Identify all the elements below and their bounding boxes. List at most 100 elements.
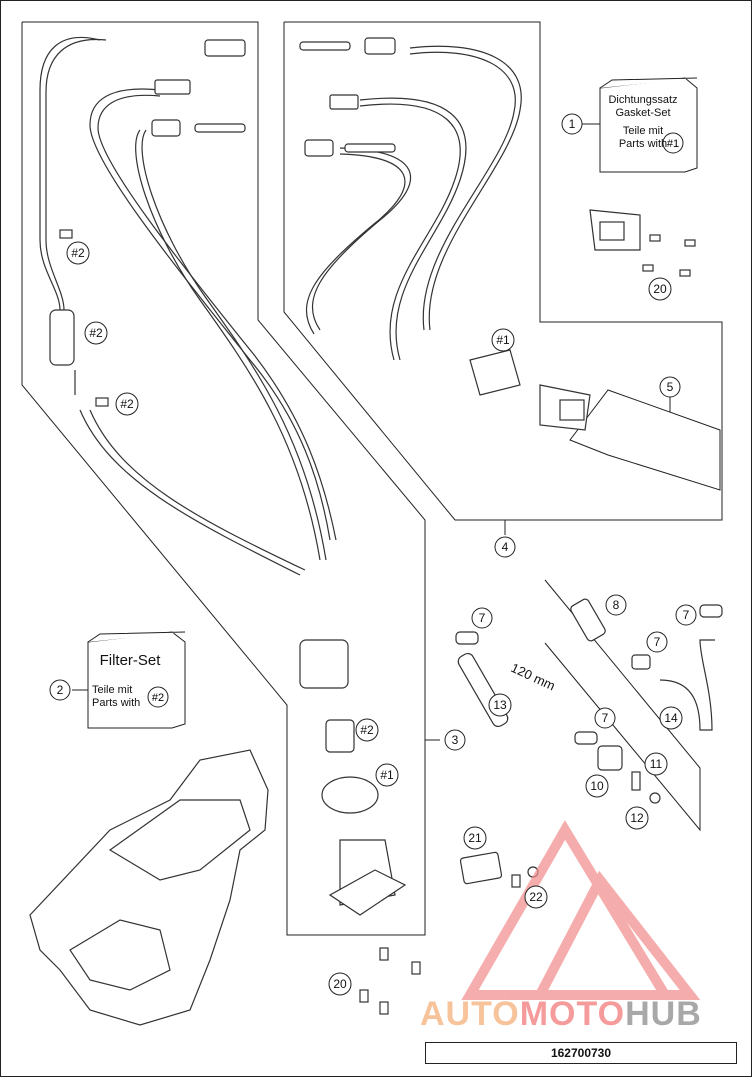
connector-b bbox=[151, 119, 181, 137]
callout-k2c: #2 bbox=[115, 392, 139, 416]
watermark-part-a: AUTO bbox=[420, 995, 520, 1033]
callout-circle bbox=[115, 392, 139, 416]
clamp-b bbox=[95, 397, 109, 407]
callout-circle bbox=[644, 752, 668, 776]
callout-c10: 10 bbox=[585, 774, 609, 798]
callout-circle bbox=[463, 826, 487, 850]
callout-label: 8 bbox=[613, 598, 620, 612]
callout-circle bbox=[675, 604, 697, 626]
callout-label: 7 bbox=[479, 611, 486, 625]
callout-label: 10 bbox=[590, 779, 604, 793]
callout-label: 21 bbox=[468, 831, 482, 845]
callout-label: 11 bbox=[650, 757, 663, 771]
filter-set-parts-label: Teile mit Parts with bbox=[88, 684, 152, 710]
plug-a bbox=[154, 79, 191, 95]
callout-label: 1 bbox=[569, 117, 576, 131]
gasket-set-parts-en: Parts with bbox=[618, 138, 668, 150]
plug-b bbox=[329, 94, 359, 110]
callout-label: 5 bbox=[667, 380, 674, 394]
callout-circle bbox=[328, 972, 352, 996]
filter-set-parts-en: Parts with bbox=[92, 697, 141, 709]
callout-c7d: 7 bbox=[675, 604, 697, 626]
callout-label: 7 bbox=[654, 635, 661, 649]
callout-k2d: #2 bbox=[355, 718, 379, 742]
pump-seal bbox=[321, 776, 379, 814]
callout-label: #2 bbox=[360, 723, 374, 737]
fuel-pump bbox=[299, 639, 349, 689]
watermark-part-b: MOTO bbox=[519, 995, 626, 1033]
callout-label: 12 bbox=[630, 811, 644, 825]
callout-label: 13 bbox=[493, 698, 507, 712]
connector-a bbox=[204, 39, 246, 57]
callout-circle bbox=[66, 241, 90, 265]
gasket-set-label: Dichtungssatz Gasket-Set Teile mit Parts… bbox=[600, 94, 686, 151]
group-5-box bbox=[569, 389, 721, 491]
callout-k2a: #2 bbox=[66, 241, 90, 265]
callout-label: #2 bbox=[71, 246, 85, 260]
connector-e bbox=[559, 399, 585, 421]
callout-circle bbox=[605, 594, 627, 616]
callout-circle bbox=[84, 321, 108, 345]
callout-k1b: #1 bbox=[375, 763, 399, 787]
bolt-2 bbox=[684, 239, 696, 247]
clamp-7b bbox=[631, 654, 651, 670]
clamp-7a bbox=[455, 631, 479, 645]
callout-label: #1 bbox=[380, 768, 394, 782]
clamp-7d bbox=[699, 604, 723, 618]
group-3-outline bbox=[21, 21, 426, 936]
bolt-6 bbox=[411, 961, 421, 975]
callout-label: #2 bbox=[89, 326, 103, 340]
callout-circle bbox=[375, 763, 399, 787]
callout-circle bbox=[471, 607, 493, 629]
watermark-part-c: HUB bbox=[625, 995, 702, 1033]
connector-d bbox=[304, 139, 334, 157]
pump-sleeve bbox=[325, 719, 355, 753]
callout-label: 20 bbox=[653, 282, 667, 296]
filter-set-ref: #2 bbox=[147, 686, 169, 708]
filter-set-box bbox=[87, 631, 186, 729]
fuel-filter bbox=[49, 309, 75, 366]
callout-circle bbox=[491, 328, 515, 352]
callout-label: #2 bbox=[120, 397, 134, 411]
callout-circle bbox=[444, 729, 466, 751]
callout-label: 14 bbox=[664, 711, 678, 725]
callout-c7a: 7 bbox=[471, 607, 493, 629]
callout-circle bbox=[49, 679, 71, 701]
group-4-outline bbox=[283, 21, 723, 521]
callout-circle bbox=[524, 885, 548, 909]
bolt-8 bbox=[379, 1001, 389, 1015]
callout-c8: 8 bbox=[605, 594, 627, 616]
gasket-b bbox=[469, 349, 521, 396]
connector-f bbox=[599, 221, 625, 241]
callout-c20b: 20 bbox=[328, 972, 352, 996]
callout-circle bbox=[494, 536, 516, 558]
callout-c13: 13 bbox=[488, 693, 512, 717]
gasket-set-ref: #1 bbox=[662, 132, 684, 154]
callout-circle bbox=[585, 774, 609, 798]
callout-c14: 14 bbox=[659, 706, 683, 730]
filter-set-parts-de: Teile mit bbox=[92, 684, 133, 696]
bolt-3 bbox=[642, 264, 654, 272]
connector-c bbox=[364, 37, 396, 55]
callout-c4: 4 bbox=[494, 536, 516, 558]
callout-c1: 1 bbox=[561, 113, 583, 135]
callout-label: 7 bbox=[602, 711, 609, 725]
callout-c21: 21 bbox=[463, 826, 487, 850]
callout-c11: 11 bbox=[644, 752, 668, 776]
bolt-5 bbox=[379, 947, 389, 961]
group-7-14-bracket bbox=[544, 579, 701, 832]
hose-14 bbox=[659, 639, 715, 731]
callout-c20a: 20 bbox=[648, 277, 672, 301]
watermark-logo bbox=[461, 820, 701, 1000]
gasket-set-parts-de: Teile mit bbox=[622, 125, 664, 137]
hose-13 bbox=[457, 652, 509, 728]
bolt-1 bbox=[649, 234, 661, 242]
bolt-4 bbox=[679, 269, 691, 277]
valve-8 bbox=[570, 598, 606, 642]
callout-circle bbox=[625, 806, 649, 830]
callout-c7b: 7 bbox=[646, 631, 668, 653]
callout-circle bbox=[488, 693, 512, 717]
part-number: 162700730 bbox=[425, 1042, 737, 1064]
callout-label: 22 bbox=[529, 890, 543, 904]
